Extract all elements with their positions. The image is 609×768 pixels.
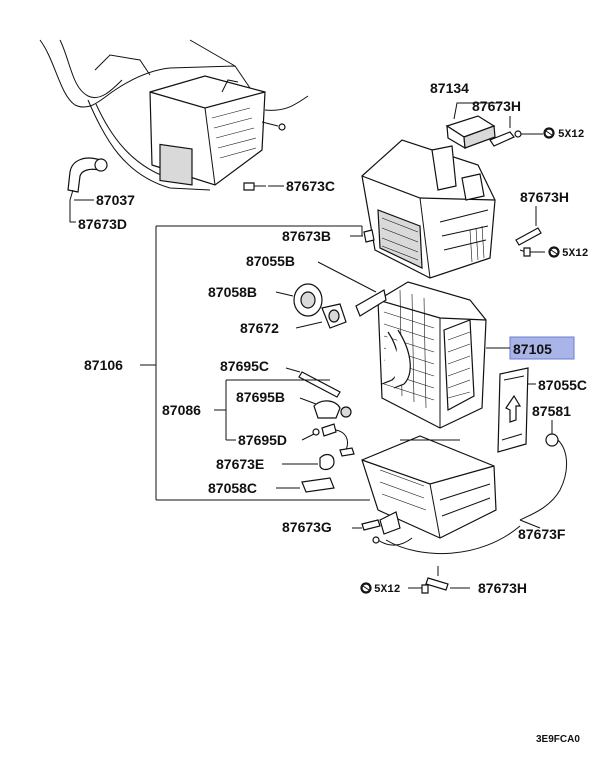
label-87673H-top: 87673H — [472, 98, 521, 114]
label-87106: 87106 — [84, 357, 123, 373]
seal-87673B — [350, 229, 375, 243]
label-87673C: 87673C — [286, 178, 335, 194]
screw-87673H-top — [489, 116, 555, 147]
label-87673B: 87673B — [282, 228, 331, 244]
upper-case-assembly — [361, 139, 496, 279]
label-screw-bottom: 5X12 — [374, 584, 400, 596]
label-87695D: 87695D — [238, 432, 287, 448]
label-87581: 87581 — [532, 403, 571, 419]
dashboard-outline — [39, 39, 251, 191]
label-87086: 87086 — [162, 402, 201, 418]
lower-case-assembly — [361, 435, 497, 539]
screw-head-icons — [361, 128, 559, 593]
label-87673G: 87673G — [282, 519, 332, 535]
label-87055C: 87055C — [538, 377, 587, 393]
heater-unit-assembly — [149, 75, 309, 186]
expansion-valve-87672 — [295, 303, 347, 329]
label-87673F: 87673F — [518, 526, 566, 542]
screw-87673C — [243, 182, 284, 191]
evaporator-87105 — [377, 281, 487, 429]
control-module-87134 — [445, 102, 500, 150]
label-87673H-bottom: 87673H — [478, 580, 527, 596]
label-87058B: 87058B — [208, 284, 257, 300]
label-87105: 87105 — [513, 341, 552, 357]
group-bracket-87106 — [140, 225, 370, 501]
label-screw-top: 5X12 — [558, 129, 584, 141]
label-87058C: 87058C — [208, 480, 257, 496]
drain-hose-87037 — [67, 157, 108, 201]
group-bracket-87086 — [214, 379, 330, 441]
tape-87058C — [276, 477, 335, 493]
gasket-87055B — [317, 261, 387, 317]
filter-panel-87055C — [497, 367, 536, 453]
label-87134: 87134 — [430, 80, 469, 96]
label-screw-right: 5X12 — [562, 248, 588, 260]
label-87055B: 87055B — [246, 253, 295, 269]
pipe-87695C — [285, 367, 341, 398]
connector-87695B — [299, 397, 352, 419]
label-87695C: 87695C — [220, 358, 269, 374]
thermo-sensor-87581 — [519, 420, 567, 529]
wire-87673E — [282, 447, 355, 471]
connector-87695D — [301, 423, 349, 451]
label-87673H-right: 87673H — [520, 189, 569, 205]
label-87672: 87672 — [240, 320, 279, 336]
figure-code: 3E9FCA0 — [536, 734, 580, 745]
leader-87673D — [69, 200, 76, 223]
expansion-valve-seal-87058B — [275, 283, 323, 317]
label-87673D: 87673D — [78, 216, 127, 232]
label-87695B: 87695B — [236, 389, 285, 405]
label-87037: 87037 — [96, 192, 135, 208]
label-87673E: 87673E — [216, 456, 264, 472]
harness-87673F — [385, 525, 521, 555]
